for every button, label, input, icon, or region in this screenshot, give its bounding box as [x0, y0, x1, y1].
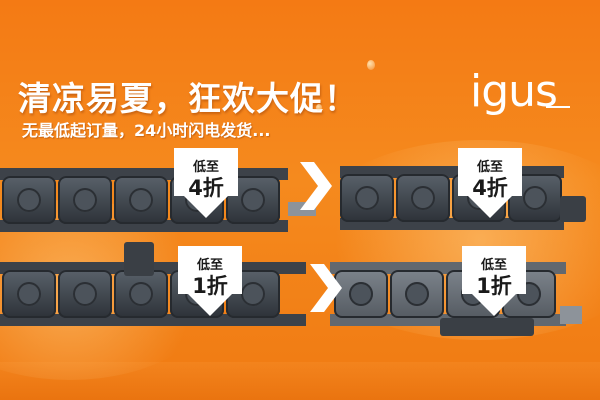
- discount-badge[interactable]: 低至 4折: [174, 148, 238, 218]
- floor-gradient: [0, 362, 600, 400]
- energy-chain: [0, 262, 306, 326]
- down-arrow-badge: [174, 148, 238, 218]
- logo-underline: [546, 106, 570, 108]
- igus-logo[interactable]: igus: [470, 66, 558, 117]
- discount-prefix: 低至: [196, 258, 223, 273]
- chain-end-bracket: [124, 242, 154, 276]
- chevron-right-icon: [300, 162, 332, 210]
- discount-prefix: 低至: [480, 258, 507, 273]
- down-arrow-badge: [178, 246, 242, 316]
- discount-value: 4折: [472, 176, 508, 200]
- chain-connector: [560, 306, 582, 324]
- discount-badge[interactable]: 低至 1折: [462, 246, 526, 316]
- promo-headline: 清凉易夏，狂欢大促！: [18, 79, 358, 118]
- discount-value: 1折: [192, 274, 228, 298]
- discount-value: 4折: [188, 176, 224, 200]
- chevron-right-icon: [310, 264, 342, 312]
- water-droplet: [367, 60, 375, 70]
- chain-end-bracket: [440, 318, 534, 336]
- down-arrow-badge: [458, 148, 522, 218]
- energy-chain: [330, 262, 566, 326]
- energy-chain: [0, 168, 288, 232]
- energy-chain: [340, 166, 564, 230]
- discount-badge[interactable]: 低至 1折: [178, 246, 242, 316]
- down-arrow-badge: [462, 246, 526, 316]
- chain-end-bracket: [560, 196, 586, 222]
- water-droplet: [316, 104, 322, 111]
- promo-subline: 无最低起订量，24小时闪电发货...: [22, 121, 271, 140]
- discount-badge[interactable]: 低至 4折: [458, 148, 522, 218]
- discount-value: 1折: [476, 274, 512, 298]
- discount-prefix: 低至: [192, 160, 219, 175]
- discount-prefix: 低至: [476, 160, 503, 175]
